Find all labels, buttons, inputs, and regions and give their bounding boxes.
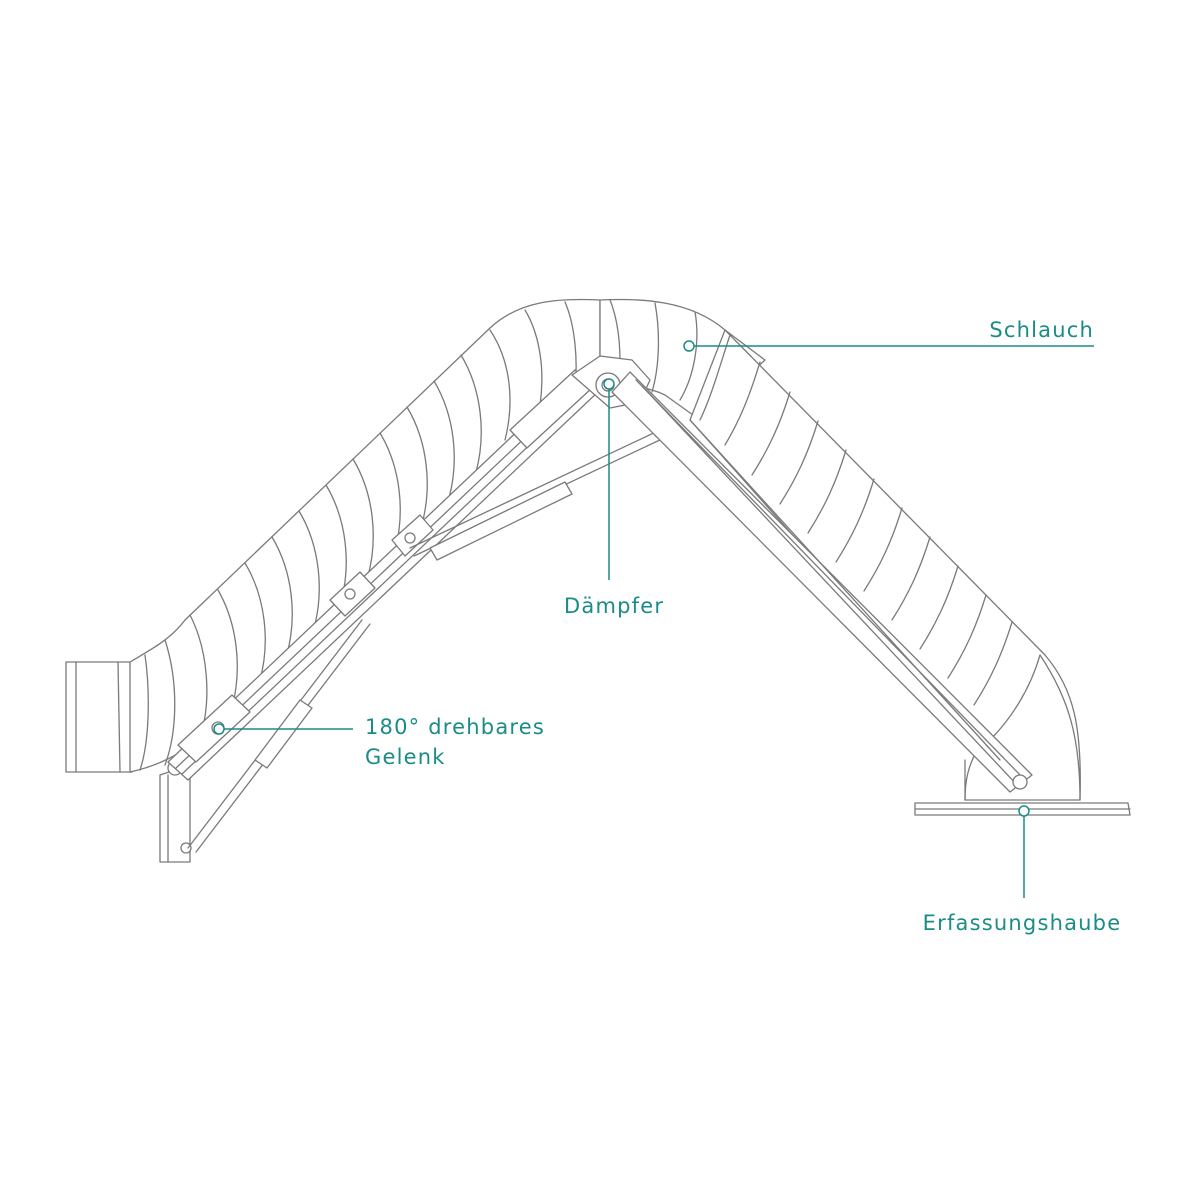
label-gelenk-line2: Gelenk xyxy=(365,745,446,769)
hose xyxy=(65,298,1081,801)
callout-schlauch: Schlauch xyxy=(683,318,1094,352)
callout-gelenk: 180° drehbares Gelenk xyxy=(213,715,545,769)
callout-gelenk-marker xyxy=(213,723,225,735)
label-schlauch: Schlauch xyxy=(989,318,1094,342)
left-arm xyxy=(167,369,665,853)
callout-daempfer-marker xyxy=(603,378,615,390)
label-daempfer: Dämpfer xyxy=(564,594,664,618)
right-arm xyxy=(611,371,1033,793)
hose-left-section xyxy=(129,298,601,773)
right-arm-rail xyxy=(611,371,1033,793)
callout-schlauch-marker xyxy=(683,340,695,352)
label-erfassungshaube: Erfassungshaube xyxy=(923,911,1122,935)
hose-rings-right xyxy=(699,334,1041,741)
hose-right-section xyxy=(689,329,1081,801)
callout-erfassungshaube-marker xyxy=(1018,805,1030,817)
label-gelenk-line1: 180° drehbares xyxy=(365,715,545,739)
callout-daempfer: Dämpfer xyxy=(564,378,664,618)
callout-erfassungshaube: Erfassungshaube xyxy=(923,805,1122,935)
